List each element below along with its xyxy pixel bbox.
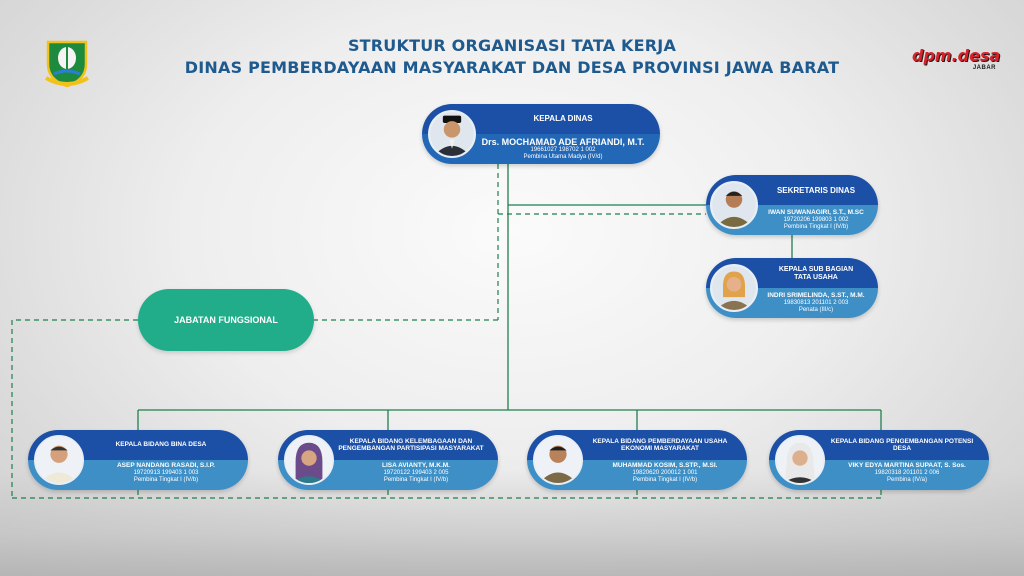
dpm-desa-logo-sub: JABAR xyxy=(972,65,996,71)
division-card-kelembagaan: KEPALA BIDANG KELEMBAGAAN DAN PENGEMBANG… xyxy=(278,430,498,490)
subbag-name: INDRI SRIMELINDA, S.ST., M.M. xyxy=(767,292,865,299)
jawa-barat-crest-icon xyxy=(44,38,90,88)
subbag-portrait-avatar xyxy=(710,264,758,312)
division-head-nip: 19820318 201101 2 006 xyxy=(874,470,940,476)
division-card-potensi-desa: KEPALA BIDANG PENGEMBANGAN POTENSI DESA … xyxy=(769,430,989,490)
head-card: KEPALA DINAS Drs. MOCHAMAD ADE AFRIANDI,… xyxy=(422,104,660,164)
head-nip: 19661027 198702 1 002 xyxy=(530,147,596,153)
head-name: Drs. MOCHAMAD ADE AFRIANDI, M.T. xyxy=(481,137,645,147)
subbag-rank: Penata (III/c) xyxy=(798,307,834,313)
secretary-rank: Pembina Tingkat I (IV/b) xyxy=(783,224,849,230)
subbag-position-line1: KEPALA SUB BAGIAN xyxy=(778,266,854,273)
division-head-rank: Pembina Tingkat I (IV/b) xyxy=(133,477,199,483)
division-head-avatar xyxy=(775,435,825,485)
division-head-name: VIKY EDYA MARTINA SUPAAT, S. Sos. xyxy=(848,462,966,469)
division-head-nip: 19820620 200012 1 001 xyxy=(632,470,698,476)
secretary-portrait-avatar xyxy=(710,181,758,229)
head-rank: Pembina Utama Madya (IV/d) xyxy=(523,154,603,160)
division-head-nip: 19720122 199403 2 005 xyxy=(383,470,449,476)
division-head-rank: Pembina Tingkat I (IV/b) xyxy=(383,477,449,483)
page-title-line1: STRUKTUR ORGANISASI TATA KERJA xyxy=(347,36,677,55)
division-card-usaha-ekonomi: KEPALA BIDANG PEMBERDAYAAN USAHA EKONOMI… xyxy=(527,430,747,490)
division-head-rank: Pembina (IV/a) xyxy=(886,477,928,483)
subbag-position-line2: TATA USAHA xyxy=(794,274,838,281)
secretary-name: IWAN SUWANAGIRI, S.T., M.SC xyxy=(768,209,864,216)
dpm-desa-logo: dpm.desa JABAR xyxy=(912,46,1001,76)
division-head-name: LISA AVIANTY, M.K.M. xyxy=(381,462,450,469)
division-head-avatar xyxy=(34,435,84,485)
secretary-nip: 19720206 199803 1 002 xyxy=(783,217,849,223)
division-head-avatar xyxy=(533,435,583,485)
dpm-desa-logo-text: dpm.desa xyxy=(912,46,1001,65)
subbag-nip: 19830813 201101 2 003 xyxy=(783,300,849,306)
head-portrait-avatar xyxy=(428,110,476,158)
secretary-card: SEKRETARIS DINAS IWAN SUWANAGIRI, S.T., … xyxy=(706,175,878,235)
subbag-card: KEPALA SUB BAGIAN TATA USAHA INDRI SRIME… xyxy=(706,258,878,318)
division-head-name: ASEP NANDANG RASADI, S.I.P. xyxy=(116,462,215,469)
division-head-name: MUHAMMAD KOSIM, S.STP., M.SI. xyxy=(612,462,718,469)
functional-position-box: JABATAN FUNGSIONAL xyxy=(138,289,314,351)
page-title-line2: DINAS PEMBERDAYAAN MASYARAKAT DAN DESA P… xyxy=(184,58,840,77)
division-head-rank: Pembina Tingkat I (IV/b) xyxy=(632,477,698,483)
division-head-nip: 19720913 199403 1 003 xyxy=(133,470,199,476)
division-card-bina-desa: KEPALA BIDANG BINA DESA ASEP NANDANG RAS… xyxy=(28,430,248,490)
division-head-avatar xyxy=(284,435,334,485)
